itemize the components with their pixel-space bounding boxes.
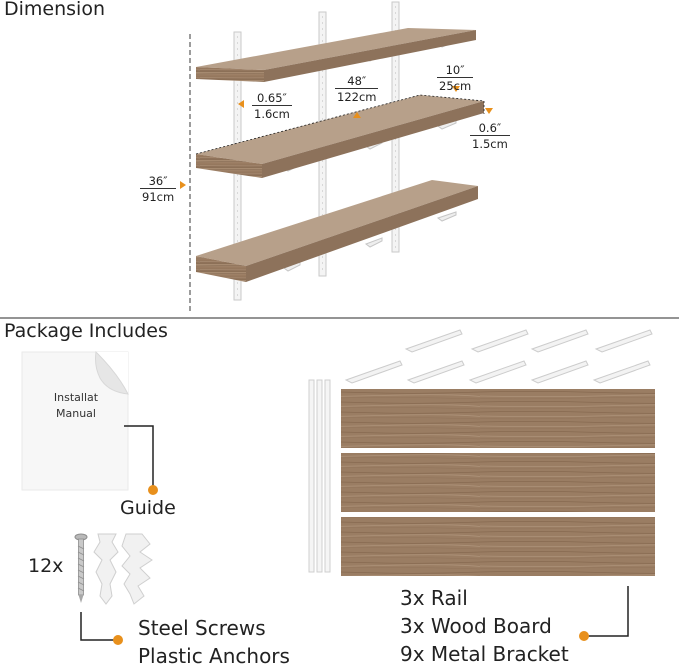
dimension-label-length: 48″ 122cm (335, 74, 379, 104)
manual-label: Installat Manual (53, 391, 99, 420)
contents-item-rail: 3x Rail (400, 586, 468, 610)
dimension-markers (195, 94, 485, 155)
shelf-middle (196, 95, 484, 178)
quantity-label: 12x (28, 555, 64, 577)
hardware-item-anchors: Plastic Anchors (138, 644, 290, 668)
hardware-leader (80, 612, 118, 641)
hardware-dot (113, 635, 123, 645)
plastic-anchor-icon (93, 533, 119, 605)
contents-item-board: 3x Wood Board (400, 614, 552, 638)
dimension-label-depth: 10″ 25cm (437, 63, 474, 93)
package-brackets (344, 329, 653, 384)
manual-page (21, 350, 129, 491)
package-rails (308, 379, 331, 573)
dimension-label-board: 0.6″ 1.5cm (470, 121, 510, 151)
guide-label: Guide (120, 497, 176, 519)
hardware-list: Steel Screws Plastic Anchors (138, 614, 290, 670)
plastic-anchor-icon (121, 533, 153, 605)
guide-leader (124, 425, 154, 490)
hardware-item-screws: Steel Screws (138, 616, 266, 640)
dimension-arrows (180, 86, 493, 189)
dimension-title: Dimension (4, 0, 105, 20)
package-boards (341, 389, 655, 576)
steel-screw-icon (74, 533, 88, 603)
shelf-top (196, 28, 476, 82)
dimension-label-thickness: 0.65″ 1.6cm (252, 91, 292, 121)
contents-dot (579, 631, 589, 641)
package-title: Package Includes (4, 320, 168, 342)
contents-item-bracket: 9x Metal Bracket (400, 642, 569, 666)
dimension-label-height: 36″ 91cm (140, 174, 177, 204)
shelf-bottom (196, 180, 478, 282)
guide-dot (148, 485, 158, 495)
contents-leader (584, 586, 629, 637)
contents-list: 3x Rail 3x Wood Board 9x Metal Bracket (400, 584, 569, 668)
